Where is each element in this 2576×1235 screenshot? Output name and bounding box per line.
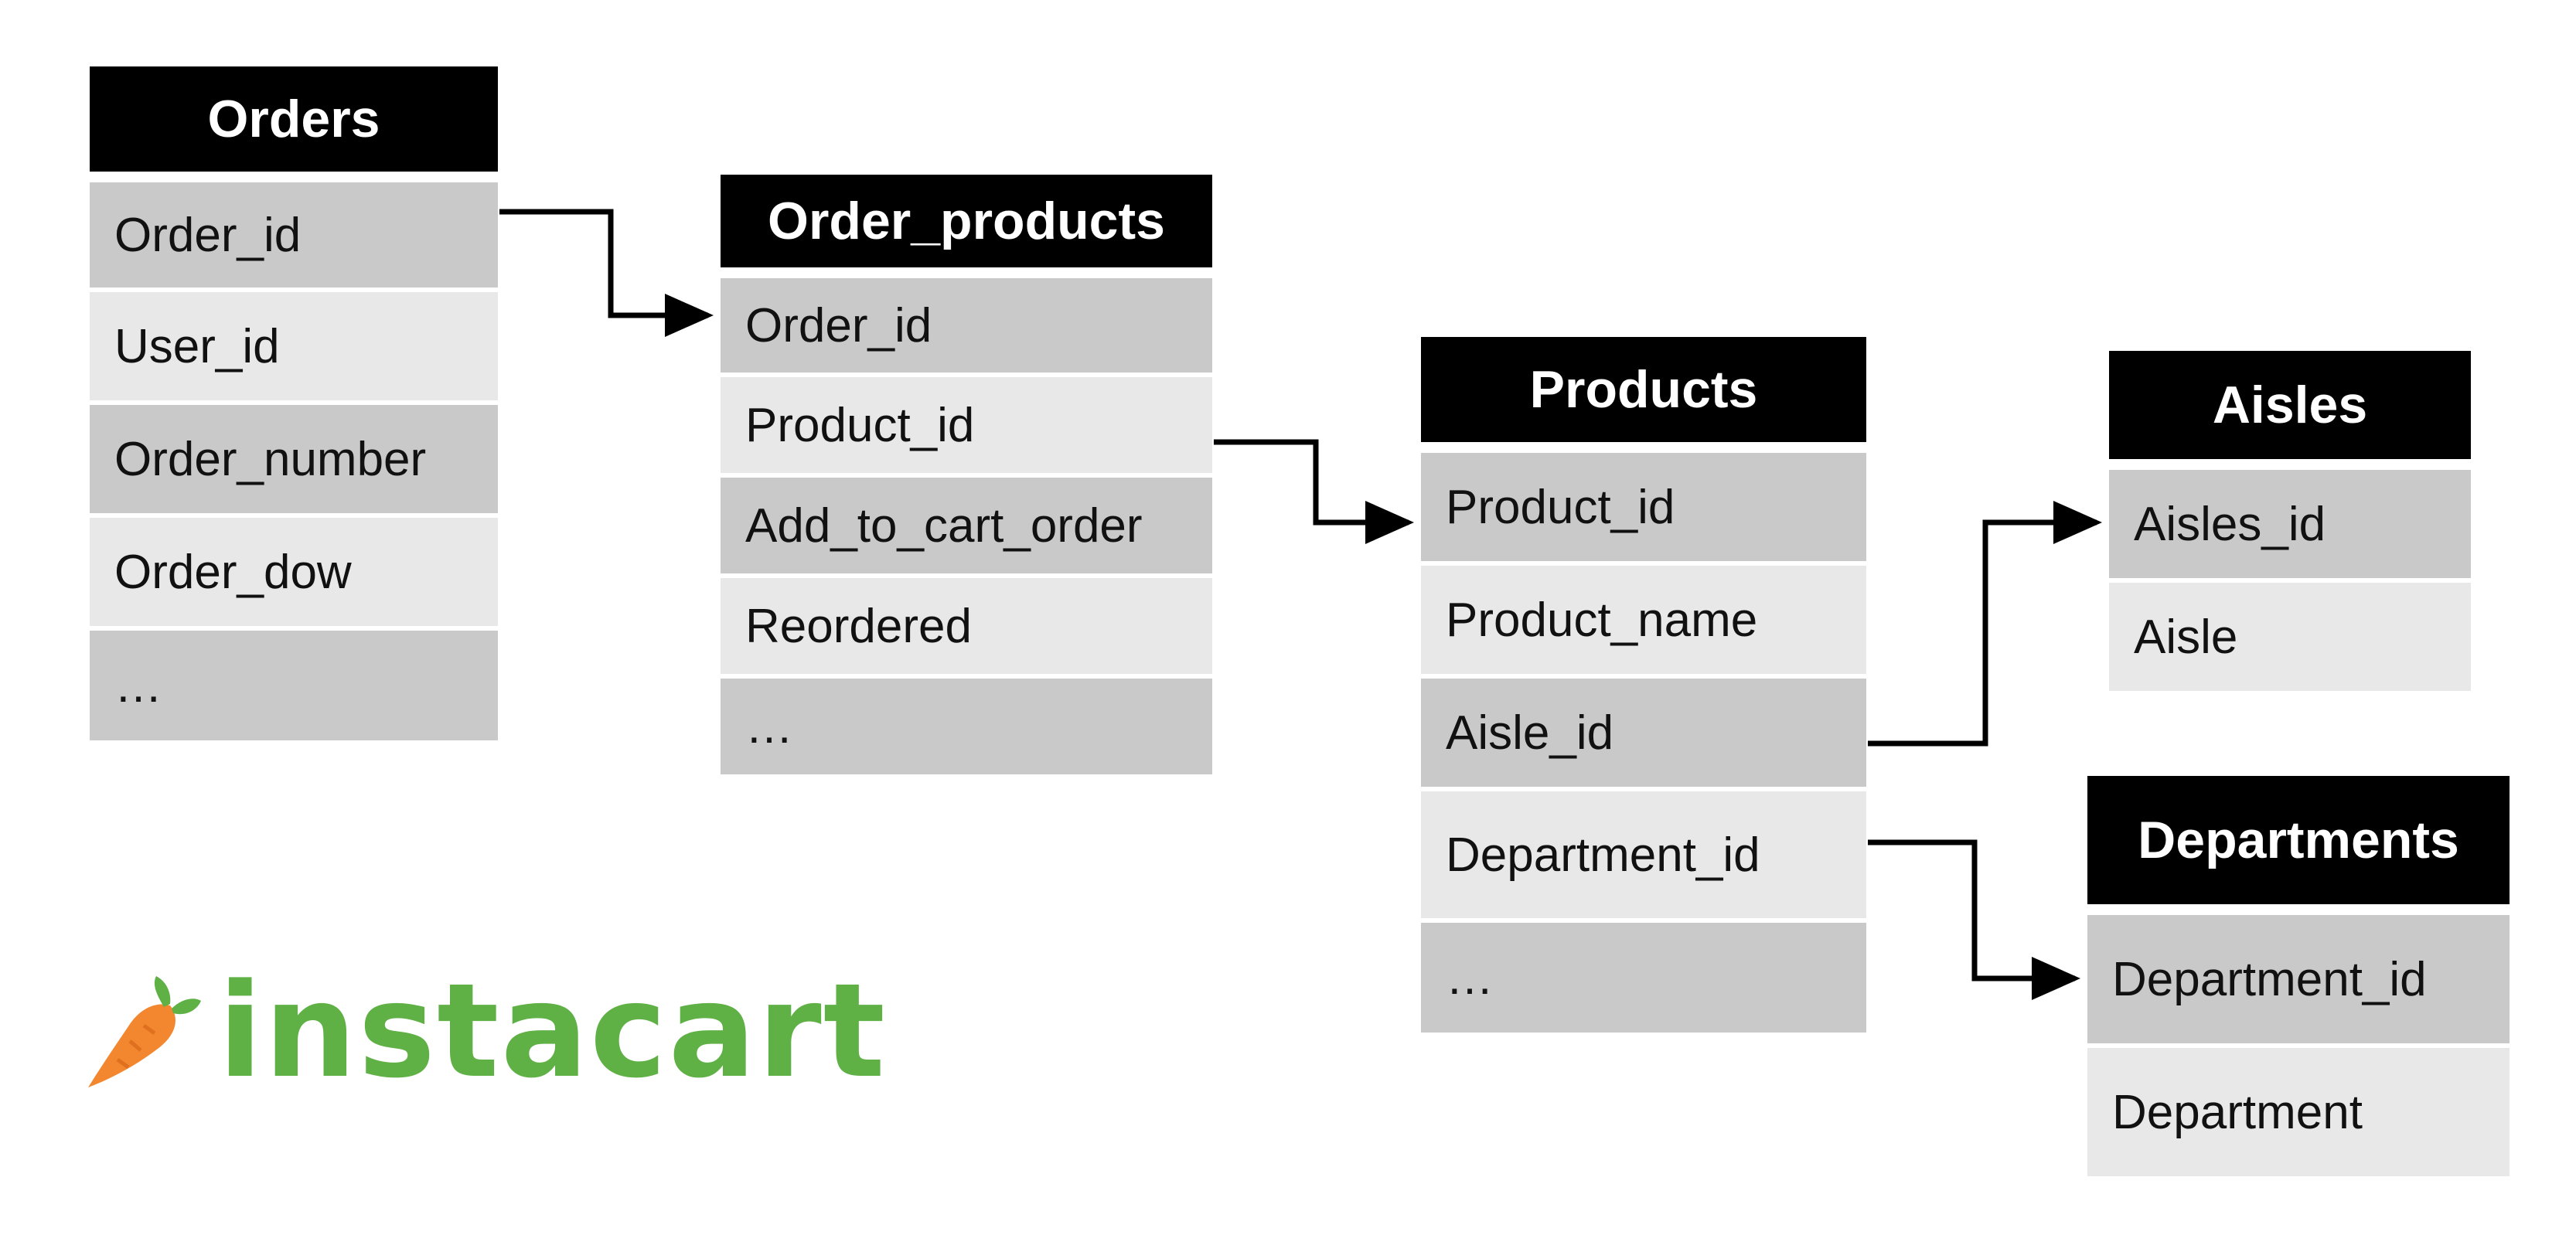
carrot-icon	[88, 976, 201, 1087]
table-row: Add_to_cart_order	[721, 478, 1212, 573]
table-row: Order_number	[90, 405, 498, 513]
table-row: …	[721, 679, 1212, 774]
table-row: Aisles_id	[2109, 470, 2471, 578]
table-order-products: Order_products	[721, 175, 1212, 267]
table-aisles: Aisles	[2109, 351, 2471, 459]
table-row: Product_name	[1421, 566, 1866, 674]
table-departments: Departments	[2087, 776, 2510, 904]
table-row: Product_id	[721, 377, 1212, 473]
connector-products-to-aisles	[1868, 501, 2102, 747]
table-row: …	[1421, 923, 1866, 1033]
table-row: Department	[2087, 1048, 2510, 1176]
table-row: Department_id	[1421, 791, 1866, 918]
table-row: Product_id	[1421, 453, 1866, 561]
table-title: Aisles	[2109, 351, 2471, 459]
table-row: …	[90, 631, 498, 740]
connector-order-products-to-products	[1214, 439, 1414, 544]
table-orders: Orders	[90, 66, 498, 172]
connector-products-to-departments	[1868, 839, 2080, 1000]
table-row: Reordered	[721, 578, 1212, 674]
table-row: Aisle_id	[1421, 679, 1866, 787]
instacart-logo-text: instacart	[218, 955, 887, 1107]
table-row: Order_dow	[90, 518, 498, 626]
table-row: Aisle	[2109, 583, 2471, 691]
table-products: Products	[1421, 337, 1866, 442]
table-row: Department_id	[2087, 915, 2510, 1043]
table-title: Departments	[2087, 776, 2510, 904]
connector-orders-to-order-products	[499, 209, 714, 337]
table-row: Order_id	[721, 278, 1212, 373]
table-row: Order_id	[90, 182, 498, 287]
table-title: Order_products	[721, 175, 1212, 267]
table-row: User_id	[90, 292, 498, 400]
table-title: Orders	[90, 66, 498, 172]
table-title: Products	[1421, 337, 1866, 442]
